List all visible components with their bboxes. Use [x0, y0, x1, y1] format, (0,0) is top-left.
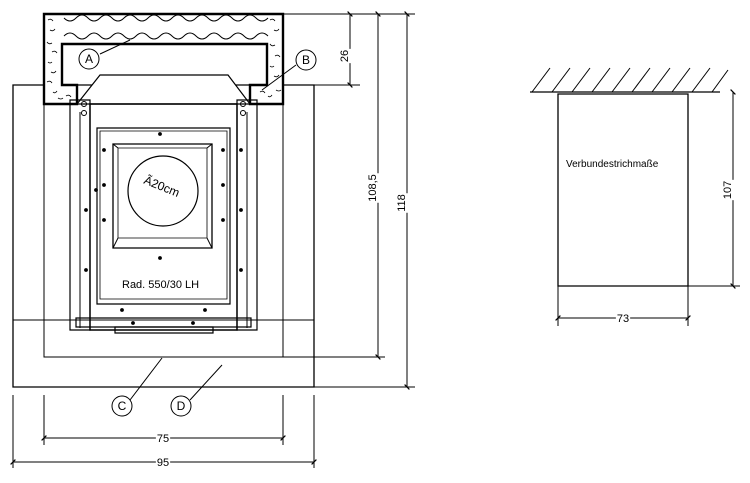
dim-screed-width: 73	[558, 286, 688, 326]
svg-text:A: A	[85, 52, 93, 66]
flue-pipe	[128, 156, 198, 226]
pipe-diameter-label: Ã20cm	[142, 173, 182, 200]
callout-b: B	[262, 50, 316, 90]
model-label: Rad. 550/30 LH	[122, 279, 199, 291]
door-screws	[85, 133, 243, 325]
dim-outer-height: 118	[314, 14, 415, 387]
svg-text:108,5: 108,5	[367, 174, 379, 202]
insulation-wave	[64, 15, 268, 39]
svg-text:95: 95	[157, 457, 169, 469]
callout-d: D	[171, 365, 222, 416]
dim-inner-height: 108,5	[283, 14, 385, 357]
screed-label: Verbundestrichmaße	[566, 159, 659, 170]
stove-hood	[77, 75, 250, 104]
svg-text:73: 73	[617, 313, 629, 325]
door-frame	[97, 128, 230, 304]
dim-top-depth: 26	[283, 14, 360, 85]
outer-cladding	[13, 85, 314, 387]
svg-text:C: C	[118, 399, 127, 413]
callout-c: C	[112, 358, 162, 416]
svg-text:118: 118	[396, 194, 408, 212]
svg-text:B: B	[302, 53, 310, 67]
svg-text:107: 107	[722, 181, 734, 199]
svg-text:75: 75	[157, 433, 169, 445]
svg-text:D: D	[177, 399, 186, 413]
dim-screed-height: 107	[688, 92, 740, 286]
dim-outer-width: 95	[13, 395, 314, 469]
ceiling-hatching	[532, 68, 728, 92]
ash-drawer	[115, 327, 213, 333]
screed-view: Verbundestrichmaße 107 73	[530, 68, 740, 326]
oven-front-view: Ã20cm Rad. 550/30 LH A B C	[13, 14, 415, 469]
callout-a: A	[79, 40, 130, 69]
door-window	[113, 144, 212, 248]
dim-inner-width: 75	[44, 395, 283, 445]
screed-area	[558, 94, 688, 286]
base-trim	[76, 318, 251, 327]
stove-body	[90, 104, 237, 330]
svg-text:26: 26	[339, 50, 351, 62]
concrete-texture	[47, 19, 281, 99]
